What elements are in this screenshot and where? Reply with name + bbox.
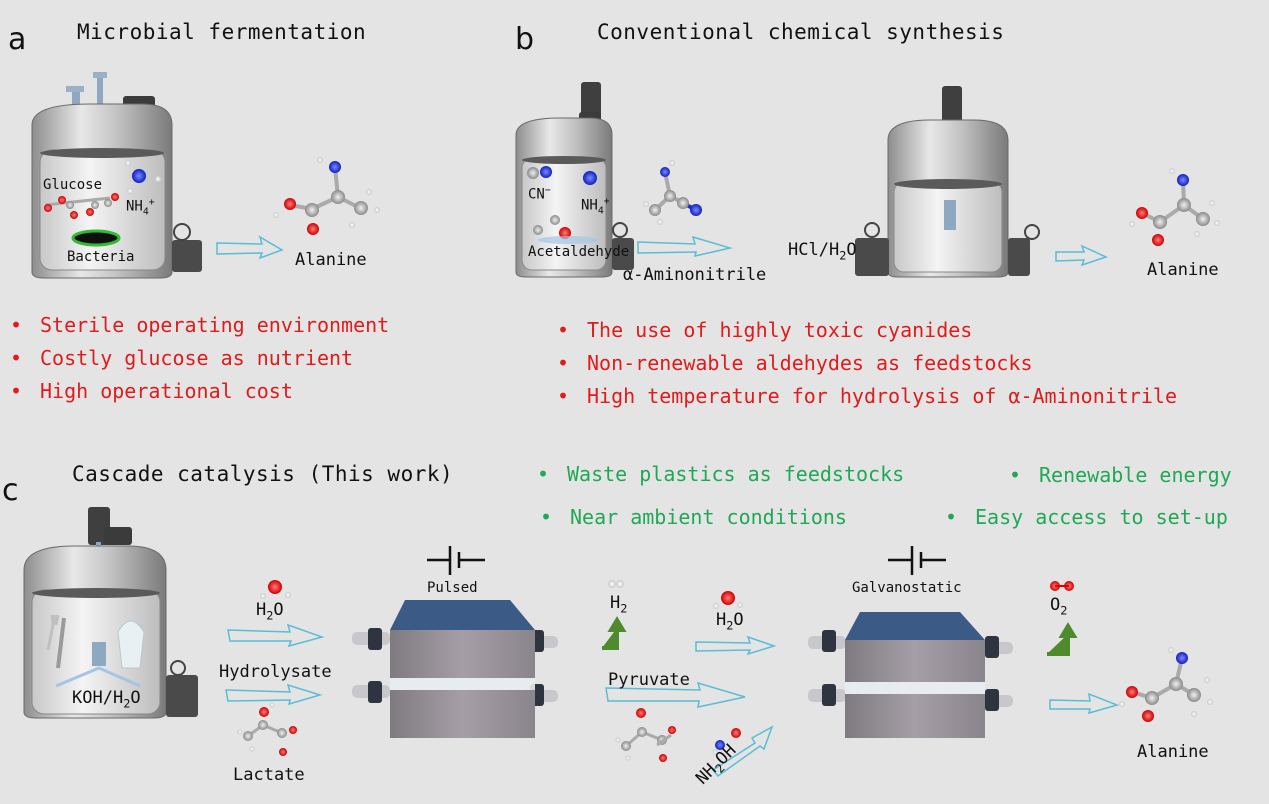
valve-icon <box>172 240 202 272</box>
water-label-1: H2O <box>256 600 284 623</box>
arrow-to-alanine-b <box>1055 244 1109 267</box>
arrow-to-aminonitrile <box>637 235 733 258</box>
bacteria-label: Bacteria <box>67 249 135 265</box>
panel-b-letter: b <box>515 22 535 57</box>
hydrogen-molecule-icon <box>608 580 624 588</box>
panel-a-drawbacks: •Sterile operating environment •Costly g… <box>10 309 389 408</box>
hydrolysate-label: Hydrolysate <box>219 662 332 682</box>
gas-out-arrow-o2 <box>1047 622 1078 656</box>
oxygen-molecule-icon <box>1050 581 1074 591</box>
gas-out-arrow-h2 <box>602 616 627 650</box>
pyruvate-label: Pyruvate <box>608 670 690 690</box>
drawback-item: •Sterile operating environment <box>10 313 390 337</box>
aminonitrile-label: α-Aminonitrile <box>623 265 767 285</box>
hcl-water-label: HCl/H2O <box>788 240 857 263</box>
water-molecule-icon <box>713 591 743 609</box>
battery-symbol-icon <box>888 546 946 575</box>
panel-c-letter: c <box>2 473 19 508</box>
alanine-molecule-icon <box>1119 647 1213 722</box>
plastic-cup-icon <box>117 620 145 669</box>
drawback-item: •Costly glucose as nutrient <box>10 346 354 370</box>
ammonium-molecule-icon <box>125 160 161 194</box>
battery-symbol-icon <box>427 546 485 575</box>
arrow-hydroxylamine-to-cell2 <box>711 725 774 778</box>
glucose-label: Glucose <box>43 177 103 193</box>
hydroxylamine-molecule-icon <box>656 728 741 755</box>
panel-c-title: Cascade catalysis (This work) <box>72 462 454 486</box>
arrow-to-alanine-a <box>216 235 284 260</box>
cyanide-label: CN− <box>528 185 551 203</box>
water-molecule-icon <box>260 580 291 599</box>
panel-a-letter: a <box>8 22 27 57</box>
drawback-item: •High temperature for hydrolysis of α-Am… <box>557 384 1178 408</box>
acetaldehyde-label: Acetaldehyde <box>528 244 630 260</box>
cell1-mode-label: Pulsed <box>427 580 478 596</box>
arrow-hydrolysate-to-cell1 <box>225 683 323 706</box>
lid-cap-icon <box>104 527 132 545</box>
alanine-molecule-icon <box>1129 168 1220 246</box>
alanine-label-b: Alanine <box>1147 260 1219 280</box>
arrow-pyruvate-to-cell2 <box>605 681 746 708</box>
bacteria-icon <box>71 229 121 247</box>
electrolyzer-cell-2-icon <box>808 612 1013 738</box>
drawback-item: •Non-renewable aldehydes as feedstocks <box>557 351 1033 375</box>
arrow-to-alanine-c <box>1049 692 1120 715</box>
ammonium-label: NH4+ <box>126 197 155 218</box>
oxygen-label: O2 <box>1050 595 1068 618</box>
probe-icon <box>72 90 80 110</box>
pyruvate-molecule-icon <box>615 708 676 762</box>
advantage-item: •Renewable energy <box>1009 463 1232 487</box>
cascade-setup <box>23 507 1213 778</box>
alanine-label-a: Alanine <box>295 250 367 270</box>
drawback-item: •High operational cost <box>10 379 293 403</box>
drawback-item: •The use of highly toxic cyanides <box>557 318 973 342</box>
arrow-water-to-cell1 <box>227 623 325 648</box>
panel-a-title: Microbial fermentation <box>77 20 367 44</box>
advantage-item: •Waste plastics as feedstocks <box>537 462 905 486</box>
fork-icon <box>46 614 60 651</box>
koh-water-label: KOH/H2O <box>72 688 141 711</box>
electrolyzer-cell-1-icon <box>352 600 558 738</box>
chemical-reactors <box>515 82 1220 278</box>
cell2-mode-label: Galvanostatic <box>852 580 962 596</box>
valve-icon <box>166 675 198 717</box>
fermenter-reactor <box>31 72 380 279</box>
arrow-water-to-cell2 <box>695 635 777 656</box>
panel-b-title: Conventional chemical synthesis <box>597 20 1005 44</box>
straw-icon <box>56 617 66 669</box>
lactate-molecule-icon <box>237 702 297 756</box>
water-label-2: H2O <box>716 610 744 633</box>
panel-b-drawbacks: •The use of highly toxic cyanides •Non-r… <box>557 314 1177 413</box>
hydrogen-label: H2 <box>610 593 628 616</box>
glucose-molecule-icon <box>44 193 119 219</box>
alanine-label-c: Alanine <box>1137 742 1209 762</box>
lactate-label: Lactate <box>233 765 305 785</box>
alanine-molecule-icon <box>273 157 380 235</box>
aminonitrile-molecule-icon <box>643 160 702 225</box>
advantage-item: •Easy access to set-up <box>945 505 1228 529</box>
ammonium-label-b: NH4+ <box>581 196 610 217</box>
advantage-item: •Near ambient conditions <box>540 505 847 529</box>
